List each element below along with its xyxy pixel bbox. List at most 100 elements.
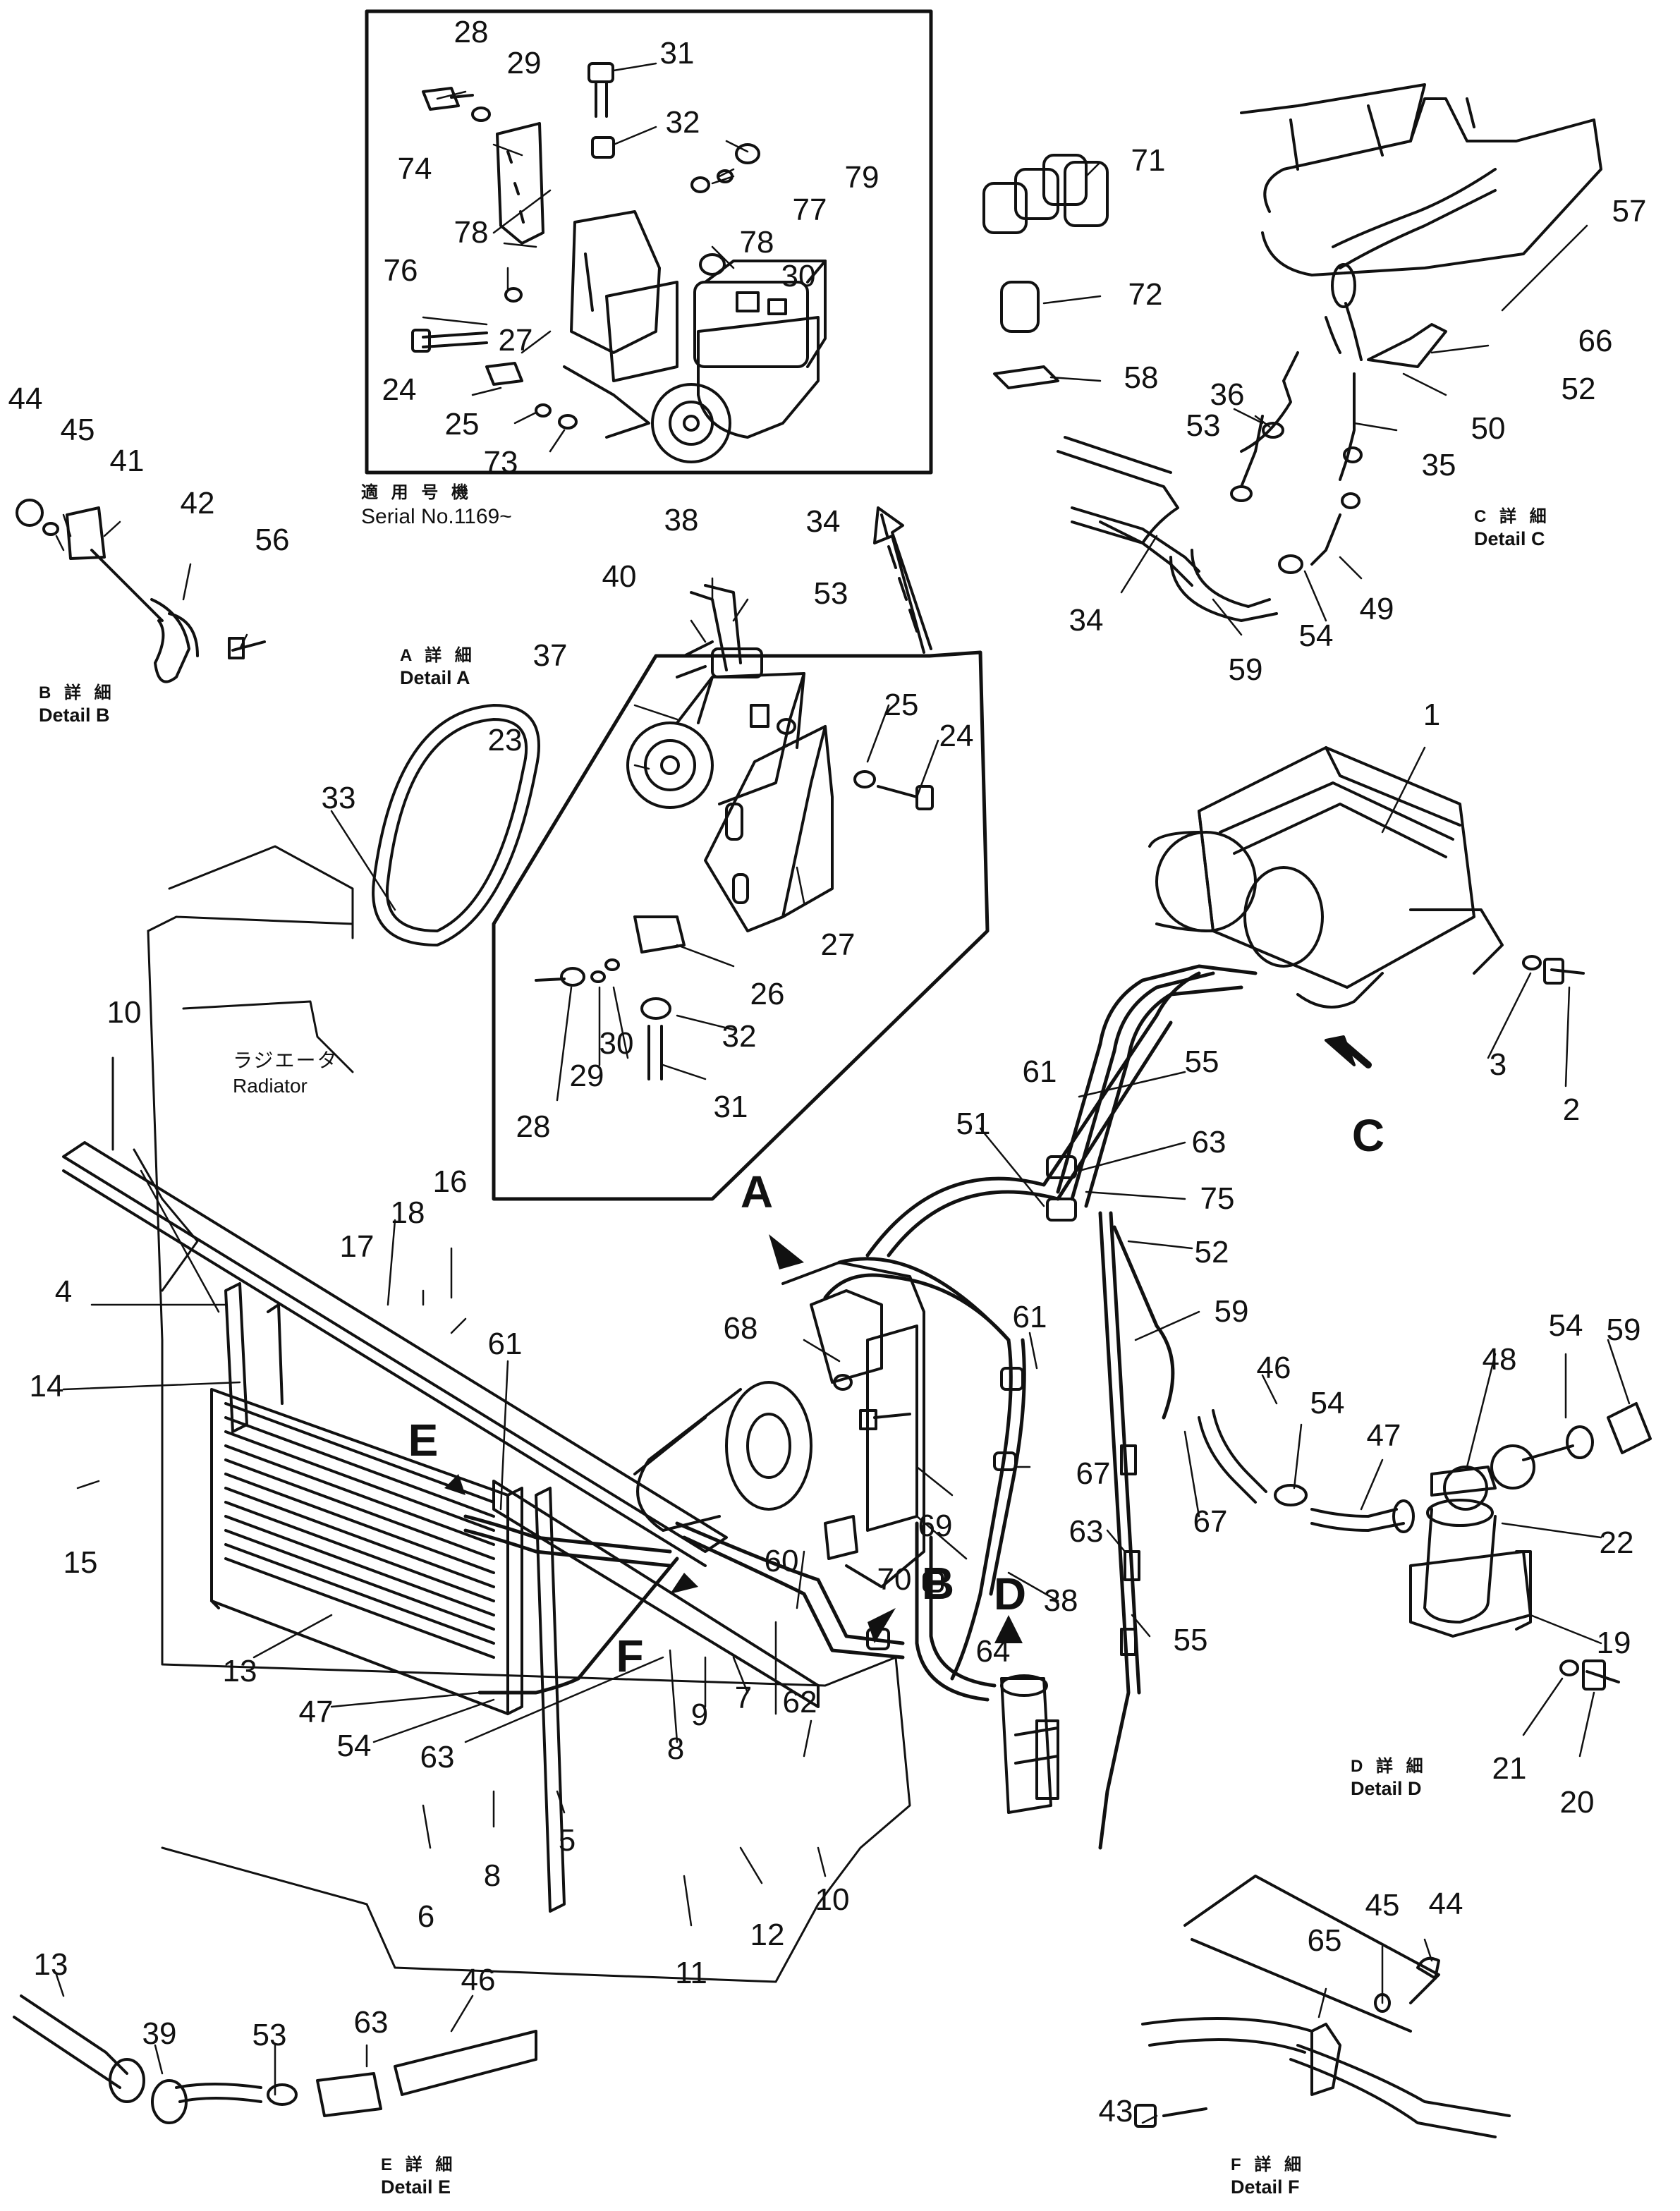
radiator-caption-en: Radiator bbox=[233, 1075, 308, 1097]
part-label-34a: 34 bbox=[805, 504, 841, 539]
detail-d-drawing bbox=[1198, 1402, 1652, 1691]
part-label-10b: 10 bbox=[815, 1882, 850, 1917]
part-label-60: 60 bbox=[764, 1544, 799, 1578]
part-label-43: 43 bbox=[1098, 2094, 1133, 2128]
part-label-28: 28 bbox=[454, 15, 489, 49]
part-label-34b: 34 bbox=[1069, 603, 1104, 638]
part-label-29: 29 bbox=[506, 46, 542, 80]
part-label-61a: 61 bbox=[1022, 1054, 1057, 1089]
inset-compressor bbox=[651, 260, 827, 463]
part-label-75: 75 bbox=[1200, 1181, 1235, 1216]
part-label-46b: 46 bbox=[461, 1963, 496, 1997]
part-label-62: 62 bbox=[782, 1685, 817, 1719]
hvac-unit-1 bbox=[1148, 746, 1585, 1009]
part-label-2: 2 bbox=[1562, 1092, 1581, 1127]
receiver-small bbox=[1000, 1674, 1059, 1814]
detail-f-caption-jp: F 詳 細 bbox=[1231, 2155, 1305, 2174]
part-label-7: 7 bbox=[734, 1681, 753, 1715]
part-label-63c: 63 bbox=[420, 1740, 455, 1774]
part-label-49: 49 bbox=[1359, 592, 1394, 626]
view-arrows bbox=[444, 1234, 1023, 1643]
detail-b-drawing bbox=[16, 499, 266, 683]
part-label-10a: 10 bbox=[106, 995, 142, 1030]
part-label-59b: 59 bbox=[1214, 1294, 1249, 1329]
detail-a-caption: A 詳 細 Detail A bbox=[400, 645, 476, 690]
view-letter-e: E bbox=[408, 1415, 439, 1466]
view-letter-d: D bbox=[993, 1569, 1027, 1619]
part-label-59a: 59 bbox=[1228, 652, 1263, 687]
detail-f-caption-en: Detail F bbox=[1231, 2176, 1300, 2198]
part-label-16: 16 bbox=[432, 1164, 468, 1199]
detail-b-caption-jp: B 詳 細 bbox=[39, 683, 116, 702]
part-label-30a: 30 bbox=[781, 259, 816, 293]
part-label-66: 66 bbox=[1578, 324, 1613, 358]
part-label-22: 22 bbox=[1599, 1525, 1634, 1560]
part-label-67b: 67 bbox=[1193, 1504, 1228, 1539]
part-label-11: 11 bbox=[675, 1956, 707, 1990]
hoses bbox=[463, 964, 1258, 1850]
part-label-54c: 54 bbox=[1310, 1386, 1345, 1420]
part-label-55b: 55 bbox=[1173, 1623, 1208, 1657]
part-label-6: 6 bbox=[417, 1899, 435, 1934]
view-letter-c: C bbox=[1351, 1110, 1385, 1161]
part-label-25b: 25 bbox=[884, 688, 919, 722]
part-label-45a: 45 bbox=[60, 413, 95, 447]
part-label-27a: 27 bbox=[498, 323, 533, 358]
part-label-24b: 24 bbox=[939, 719, 974, 753]
belt-33 bbox=[372, 704, 540, 946]
part-label-42: 42 bbox=[180, 486, 215, 520]
part-label-4: 4 bbox=[54, 1274, 73, 1309]
part-label-3: 3 bbox=[1489, 1047, 1507, 1082]
detail-a-frame bbox=[492, 650, 990, 1201]
leader-lines bbox=[55, 62, 1631, 2124]
part-label-47a: 47 bbox=[1366, 1418, 1401, 1453]
part-label-17: 17 bbox=[339, 1229, 375, 1264]
part-label-37: 37 bbox=[532, 638, 568, 673]
condenser-13 bbox=[210, 1388, 523, 1715]
inset-bracket-27 bbox=[563, 210, 678, 439]
part-label-74: 74 bbox=[397, 152, 432, 186]
part-label-64: 64 bbox=[975, 1634, 1011, 1669]
part-label-48: 48 bbox=[1482, 1342, 1517, 1377]
view-letter-f: F bbox=[616, 1631, 644, 1681]
part-label-25a: 25 bbox=[444, 407, 480, 441]
detail-d-caption-jp: D 詳 細 bbox=[1351, 1757, 1428, 1776]
part-label-65: 65 bbox=[1307, 1923, 1342, 1958]
crossmember bbox=[62, 1141, 820, 1708]
inset-bracket-74 bbox=[496, 122, 544, 245]
radiator-caption-jp: ラジエータ bbox=[233, 1049, 339, 1071]
part-label-9: 9 bbox=[690, 1698, 709, 1732]
part-label-55a: 55 bbox=[1184, 1044, 1219, 1079]
part-label-78b: 78 bbox=[454, 215, 489, 250]
part-label-54a: 54 bbox=[1298, 619, 1334, 653]
view-letter-b: B bbox=[921, 1558, 955, 1609]
part-label-70: 70 bbox=[877, 1562, 912, 1597]
items-71-72-58 bbox=[982, 154, 1109, 389]
part-label-67a: 67 bbox=[1076, 1456, 1111, 1491]
part-label-63b: 63 bbox=[1069, 1514, 1104, 1549]
part-label-31: 31 bbox=[659, 36, 695, 71]
part-label-33: 33 bbox=[321, 781, 356, 815]
part-label-47b: 47 bbox=[298, 1695, 334, 1729]
part-label-73: 73 bbox=[483, 445, 518, 480]
part-label-21: 21 bbox=[1492, 1751, 1527, 1786]
detail-b-caption: B 詳 細 Detail B bbox=[39, 683, 116, 728]
clamps bbox=[866, 1155, 1140, 1656]
detail-b-caption-en: Detail B bbox=[39, 705, 110, 726]
detail-f-caption: F 詳 細 Detail F bbox=[1231, 2155, 1305, 2200]
part-label-13a: 13 bbox=[222, 1654, 257, 1688]
part-label-54d: 54 bbox=[336, 1729, 372, 1763]
part-label-20: 20 bbox=[1559, 1785, 1595, 1820]
part-label-24a: 24 bbox=[382, 372, 417, 407]
part-label-44a: 44 bbox=[8, 382, 43, 416]
part-label-58: 58 bbox=[1124, 360, 1159, 395]
detail-e-drawing bbox=[13, 1994, 537, 2124]
part-label-77: 77 bbox=[792, 193, 827, 227]
part-label-32b: 32 bbox=[722, 1019, 757, 1054]
radiator-body bbox=[111, 845, 911, 1983]
part-label-63d: 63 bbox=[353, 2005, 389, 2040]
part-label-56: 56 bbox=[255, 523, 290, 557]
part-label-39: 39 bbox=[142, 2016, 177, 2051]
part-label-1: 1 bbox=[1423, 698, 1441, 732]
